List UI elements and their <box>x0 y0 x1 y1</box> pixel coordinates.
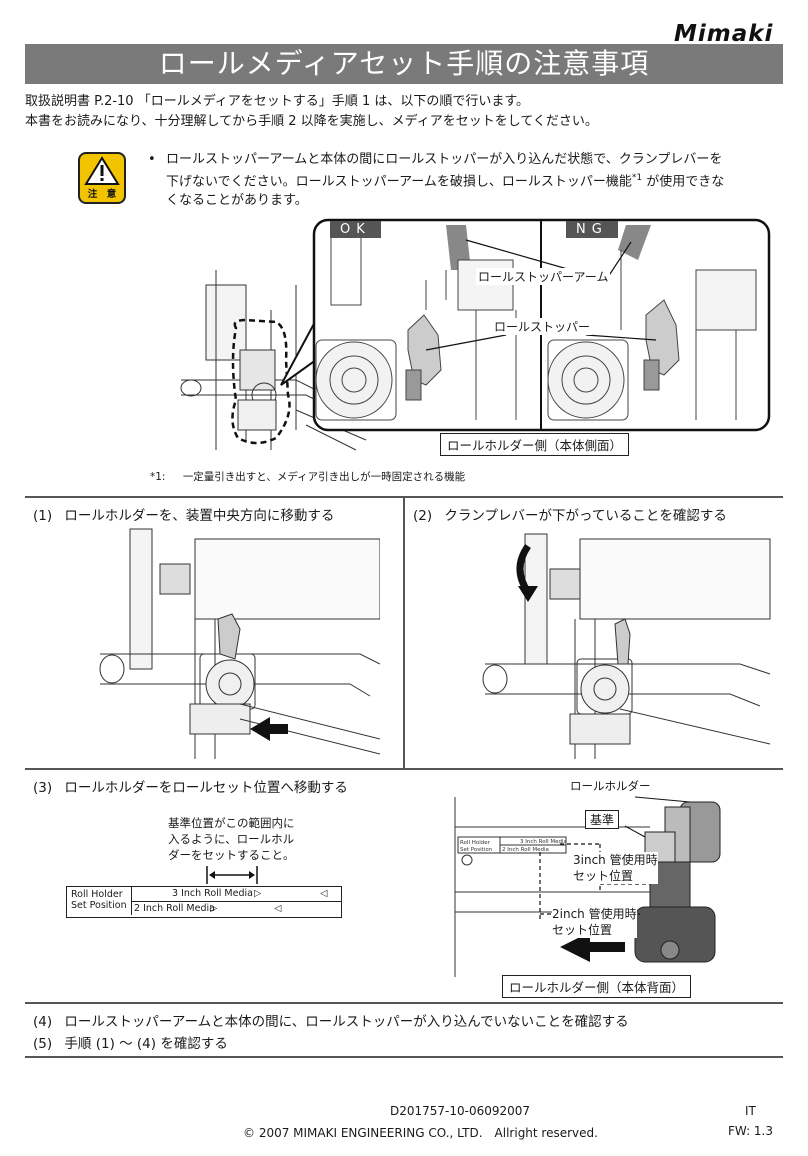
label-roll-stopper: ロールストッパー <box>492 318 593 335</box>
page-title: ロールメディアセット手順の注意事項 <box>25 44 783 84</box>
scale-title-2: Set Position <box>71 900 127 911</box>
label-3inch: 3inch 管使用時 セット位置 <box>573 852 658 884</box>
mini-scale-row-1: 3 Inch Roll Media <box>520 839 567 845</box>
scale-title: Roll Holder Set Position <box>71 889 127 911</box>
label-2inch: 2inch 管使用時 セット位置 <box>552 906 637 938</box>
divider <box>25 496 783 498</box>
arrow-left-icon <box>560 932 625 962</box>
step-3-num: (3) <box>33 780 53 796</box>
scale-row-2inch: 2 Inch Roll Media ▷ ◁ <box>131 901 342 915</box>
divider <box>25 1056 783 1058</box>
label-roll-stopper-arm: ロールストッパーアーム <box>476 268 611 285</box>
step-2-num: (2) <box>413 508 433 524</box>
scale-row-3inch-label: 3 Inch Roll Media <box>172 888 253 899</box>
step-2: (2) クランプレバーが下がっていることを確認する <box>413 504 727 524</box>
note-line-3: ダーをセットすること。 <box>168 848 295 862</box>
caution-sup: *1 <box>631 173 643 183</box>
divider <box>25 1002 783 1004</box>
ok-label: OK <box>330 221 381 238</box>
caution-line-1: ロールストッパーアームと本体の間にロールストッパーが入り込んだ状態で、クランプレ… <box>166 152 723 167</box>
highlight-dashed-outline <box>231 318 291 445</box>
step-3: (3) ロールホルダーをロールセット位置へ移動する <box>33 776 348 796</box>
footnote-mark: *1: <box>150 471 166 483</box>
copyright: © 2007 MIMAKI ENGINEERING CO., LTD. Allr… <box>243 1126 598 1140</box>
footnote-text: 一定量引き出すと、メディア引き出しが一時固定される機能 <box>182 471 466 483</box>
step-3-note: 基準位置がこの範囲内に 入るように、ロールホル ダーをセットすること。 <box>168 815 295 863</box>
caution-icon: 注 意 <box>78 152 126 204</box>
step-1: (1) ロールホルダーを、装置中央方向に移動する <box>33 504 334 524</box>
label-3inch-line-2: セット位置 <box>573 869 634 883</box>
mini-scale-row-2: 2 Inch Roll Media <box>502 847 549 853</box>
step-2-text: クランプレバーが下がっていることを確認する <box>444 508 727 524</box>
roll-holder-scale: Roll Holder Set Position 3 Inch Roll Med… <box>66 886 342 918</box>
step-4-num: (4) <box>33 1014 53 1030</box>
triangle-right-icon: ▷ <box>210 903 218 914</box>
firmware-version: FW: 1.3 <box>728 1124 774 1138</box>
step-4: (4) ロールストッパーアームと本体の間に、ロールストッパーが入り込んでいないこ… <box>33 1010 629 1030</box>
intro-line-2: 本書をお読みになり、十分理解してから手順 2 以降を実施し、メディアをセットをし… <box>25 114 598 129</box>
language-code: IT <box>745 1104 756 1118</box>
label-2inch-line-1: 2inch 管使用時 <box>552 907 637 921</box>
triangle-left-icon: ◁ <box>274 903 282 914</box>
footnote: *1: 一定量引き出すと、メディア引き出しが一時固定される機能 <box>150 469 465 484</box>
scale-row-3inch: 3 Inch Roll Media ▷ ◁ <box>131 887 342 902</box>
caution-text: • ロールストッパーアームと本体の間にロールストッパーが入り込んだ状態で、クラン… <box>148 150 782 210</box>
label-roll-holder: ロールホルダー <box>570 779 651 793</box>
mini-scale-title-2: Set Position <box>460 847 493 853</box>
mini-scale-title-1: Roll Holder <box>460 840 491 846</box>
arrow-icon <box>250 717 288 741</box>
range-arrow <box>206 866 258 884</box>
ok-illustration <box>315 224 517 421</box>
note-line-1: 基準位置がこの範囲内に <box>168 816 295 830</box>
top-figure <box>180 218 771 451</box>
step-5-text: 手順 (1) ～ (4) を確認する <box>64 1036 228 1052</box>
step-5: (5) 手順 (1) ～ (4) を確認する <box>33 1032 228 1052</box>
label-reference: 基準 <box>585 810 620 829</box>
machine-side-drawing <box>180 270 367 451</box>
ng-label: NG <box>566 221 618 238</box>
scale-row-2inch-label: 2 Inch Roll Media <box>134 903 215 914</box>
intro-text: 取扱説明書 P.2-10 「ロールメディアをセットする」手順 1 は、以下の順で… <box>25 92 598 132</box>
triangle-right-icon: ▷ <box>254 888 262 899</box>
step-5-num: (5) <box>33 1036 53 1052</box>
caution-line-3: くなることがあります。 <box>166 193 308 209</box>
divider <box>25 768 783 770</box>
caution-line-2-text: 下げないでください。ロールストッパーアームを破損し、ロールストッパー機能 <box>166 174 632 190</box>
caption-back-view: ロールホルダー側（本体背面） <box>502 975 692 998</box>
step-2-figure <box>482 533 771 759</box>
scale-title-1: Roll Holder <box>71 889 123 900</box>
step-3-text: ロールホルダーをロールセット位置へ移動する <box>64 780 348 796</box>
caution-icon-label: 注 意 <box>88 188 117 200</box>
caption-side-view: ロールホルダー側（本体側面） <box>440 433 630 456</box>
triangle-left-icon: ◁ <box>320 888 328 899</box>
step-3-figure: Roll Holder Set Position 3 Inch Roll Med… <box>454 796 721 977</box>
mimaki-logo-text: Mimaki <box>674 21 774 46</box>
step-4-text: ロールストッパーアームと本体の間に、ロールストッパーが入り込んでいないことを確認… <box>64 1014 629 1030</box>
intro-line-1: 取扱説明書 P.2-10 「ロールメディアをセットする」手順 1 は、以下の順で… <box>25 94 530 109</box>
step-1-num: (1) <box>33 508 53 524</box>
note-line-2: 入るように、ロールホル <box>168 832 295 846</box>
warning-triangle-icon: 注 意 <box>84 156 120 200</box>
doc-id: D201757-10-06092007 <box>390 1104 531 1118</box>
label-2inch-line-2: セット位置 <box>552 923 613 937</box>
caution-bullet: • ロールストッパーアームと本体の間にロールストッパーが入り込んだ状態で、クラン… <box>148 150 782 210</box>
label-3inch-line-1: 3inch 管使用時 <box>573 853 658 867</box>
divider-vertical <box>403 498 405 768</box>
ng-illustration <box>547 225 757 421</box>
mimaki-logo-mark: Mimaki <box>674 21 774 47</box>
caution-line-2: 下げないでください。ロールストッパーアームを破損し、ロールストッパー機能*1 が… <box>166 169 782 191</box>
caution-line-2b-text: が使用できな <box>642 174 725 190</box>
step-1-figure <box>99 528 380 759</box>
bullet-mark: • <box>148 152 156 167</box>
step-1-text: ロールホルダーを、装置中央方向に移動する <box>64 508 335 524</box>
mimaki-logo: Mimaki <box>672 18 784 47</box>
